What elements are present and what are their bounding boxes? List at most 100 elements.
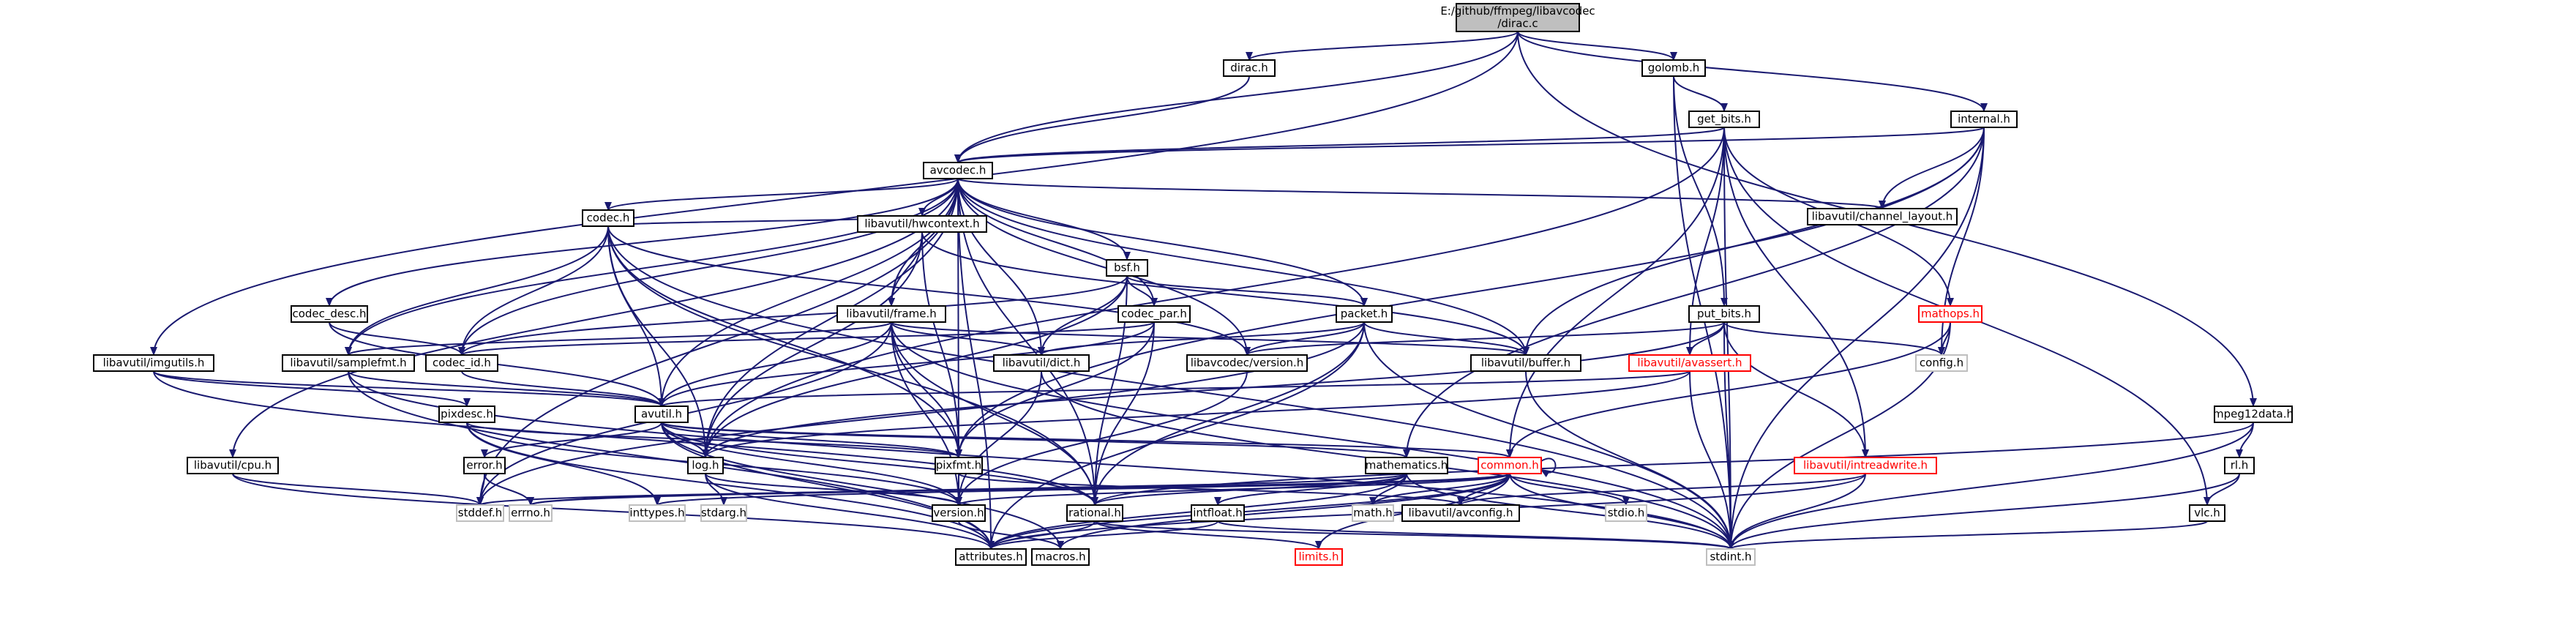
node-buffer-h[interactable]: libavutil/buffer.h xyxy=(1470,354,1581,372)
node-intreadwrite-h[interactable]: libavutil/intreadwrite.h xyxy=(1794,457,1937,474)
node-mathematics-h[interactable]: mathematics.h xyxy=(1365,457,1448,474)
edge-avcodec_h-to-lavc_version_h xyxy=(957,178,1251,356)
node-codec-id-h[interactable]: codec_id.h xyxy=(425,354,498,372)
node-imgutils-h[interactable]: libavutil/imgutils.h xyxy=(93,354,214,372)
edge-internal_h-to-stdint_h xyxy=(1727,127,1985,550)
node-label: pixfmt.h xyxy=(936,459,982,472)
node-samplefmt-h[interactable]: libavutil/samplefmt.h xyxy=(282,354,415,372)
node-codec-h[interactable]: codec.h xyxy=(582,209,634,227)
node-hwcontext-h[interactable]: libavutil/hwcontext.h xyxy=(857,215,987,233)
node-log-h[interactable]: log.h xyxy=(687,457,724,474)
node-channel-layout-h[interactable]: libavutil/channel_layout.h xyxy=(1807,208,1958,225)
node-internal-h[interactable]: internal.h xyxy=(1950,111,2018,128)
node-root[interactable]: E:/github/ffmpeg/libavcodec/dirac.c xyxy=(1440,3,1595,32)
node-golomb-h[interactable]: golomb.h xyxy=(1641,59,1706,77)
node-box xyxy=(1365,457,1448,474)
edge-codec_desc_h-to-codec_id_h xyxy=(329,321,465,356)
edge-put_bits_h-to-config_h xyxy=(1723,321,1945,356)
node-label: get_bits.h xyxy=(1697,113,1751,127)
node-math-h[interactable]: math.h xyxy=(1352,504,1394,522)
edge-intreadwrite_h-to-avconfig_h xyxy=(1457,473,1866,506)
node-avconfig-h[interactable]: libavutil/avconfig.h xyxy=(1401,504,1520,522)
node-box xyxy=(2214,406,2293,423)
node-frame-h[interactable]: libavutil/frame.h xyxy=(836,305,946,323)
edge-get_bits_h-to-intreadwrite_h xyxy=(1723,127,1869,458)
node-get-bits-h[interactable]: get_bits.h xyxy=(1688,111,1760,128)
node-avutil-h[interactable]: avutil.h xyxy=(634,406,689,423)
node-error-h[interactable]: error.h xyxy=(463,457,506,474)
node-stdarg-h[interactable]: stdarg.h xyxy=(700,504,747,522)
node-stdio-h[interactable]: stdio.h xyxy=(1605,504,1647,522)
node-macros-h[interactable]: macros.h xyxy=(1031,548,1090,566)
node-label: pixdesc.h xyxy=(441,408,493,421)
node-box xyxy=(1688,305,1760,323)
node-label: golomb.h xyxy=(1648,61,1699,75)
edge-frame_h-to-pixfmt_h xyxy=(891,321,962,458)
node-vlc-h[interactable]: vlc.h xyxy=(2189,504,2225,522)
node-box xyxy=(1918,305,1982,323)
node-pixfmt-h[interactable]: pixfmt.h xyxy=(935,457,983,474)
edge-buffer_h-to-stdint_h xyxy=(1525,370,1734,550)
node-limits-h[interactable]: limits.h xyxy=(1295,548,1343,566)
edge-packet_h-to-attributes_h xyxy=(987,321,1365,550)
node-attributes-h[interactable]: attributes.h xyxy=(955,548,1027,566)
edge-imgutils_h-to-pixdesc_h xyxy=(153,370,471,407)
node-stdint-h[interactable]: stdint.h xyxy=(1706,548,1756,566)
node-box xyxy=(1352,504,1394,522)
node-box xyxy=(1706,548,1756,566)
edge-bsf_h-to-codec_id_h xyxy=(458,275,1128,356)
node-bsf-h[interactable]: bsf.h xyxy=(1106,259,1148,277)
edge-put_bits_h-to-intreadwrite_h xyxy=(1723,321,1869,458)
node-intfloat-h[interactable]: intfloat.h xyxy=(1191,504,1245,522)
node-box xyxy=(836,305,946,323)
node-errno-h[interactable]: errno.h xyxy=(509,504,553,522)
node-inttypes-h[interactable]: inttypes.h xyxy=(629,504,686,522)
edge-mathematics_h-to-intfloat_h xyxy=(1214,473,1407,506)
edge-common_h-to-stdio_h xyxy=(1509,473,1630,506)
edge-avcodec_h-to-codec_h xyxy=(604,178,959,211)
edge-rl_h-to-stdint_h xyxy=(1727,473,2240,550)
node-rational-h[interactable]: rational.h xyxy=(1066,504,1123,522)
node-box xyxy=(463,457,506,474)
node-config-h[interactable]: config.h xyxy=(1915,354,1968,372)
node-box xyxy=(1794,457,1937,474)
node-put-bits-h[interactable]: put_bits.h xyxy=(1688,305,1760,323)
node-codec-par-h[interactable]: codec_par.h xyxy=(1117,305,1191,323)
node-rl-h[interactable]: rl.h xyxy=(2224,457,2255,474)
node-stddef-h[interactable]: stddef.h xyxy=(456,504,504,522)
node-pixdesc-h[interactable]: pixdesc.h xyxy=(438,406,495,423)
edge-rational_h-to-attributes_h xyxy=(987,520,1096,550)
edge-root-to-dirac_h xyxy=(1246,31,1519,61)
node-mathops-h[interactable]: mathops.h xyxy=(1918,305,1982,323)
edge-packet_h-to-dict_h xyxy=(1038,321,1365,356)
node-dirac-h[interactable]: dirac.h xyxy=(1223,59,1276,77)
node-box xyxy=(700,504,747,522)
node-cpu-h[interactable]: libavutil/cpu.h xyxy=(187,457,279,474)
node-mpeg12data-h[interactable]: mpeg12data.h xyxy=(2213,406,2294,423)
node-lavc-version-h[interactable]: libavcodec/version.h xyxy=(1186,354,1308,372)
node-common-h[interactable]: common.h xyxy=(1478,457,1542,474)
node-label: libavutil/avassert.h xyxy=(1637,356,1742,370)
edge-mathops_h-to-common_h xyxy=(1506,321,1951,458)
node-packet-h[interactable]: packet.h xyxy=(1336,305,1393,323)
node-box xyxy=(932,504,986,522)
edge-codec_par_h-to-pixfmt_h xyxy=(955,321,1155,458)
edge-codec_h-to-samplefmt_h xyxy=(345,225,609,356)
node-codec-desc-h[interactable]: codec_desc.h xyxy=(291,305,368,323)
edge-avcodec_h-to-samplefmt_h xyxy=(345,178,959,356)
node-box xyxy=(1688,111,1760,128)
node-box xyxy=(187,457,279,474)
node-dict-h[interactable]: libavutil/dict.h xyxy=(993,354,1090,372)
node-label: limits.h xyxy=(1298,550,1338,564)
node-version-h[interactable]: version.h xyxy=(932,504,986,522)
node-avcodec-h[interactable]: avcodec.h xyxy=(923,162,993,179)
node-box xyxy=(1106,259,1148,277)
node-layer: E:/github/ffmpeg/libavcodec/dirac.c dirac… xyxy=(93,3,2294,566)
edge-avcodec_h-to-dict_h xyxy=(957,178,1045,356)
node-box xyxy=(1641,59,1706,77)
node-label: libavutil/intreadwrite.h xyxy=(1803,459,1928,472)
node-avassert-h[interactable]: libavutil/avassert.h xyxy=(1628,354,1751,372)
node-box xyxy=(2189,504,2225,522)
edge-avcodec_h-to-codec_desc_h xyxy=(326,178,959,307)
node-box xyxy=(438,406,495,423)
